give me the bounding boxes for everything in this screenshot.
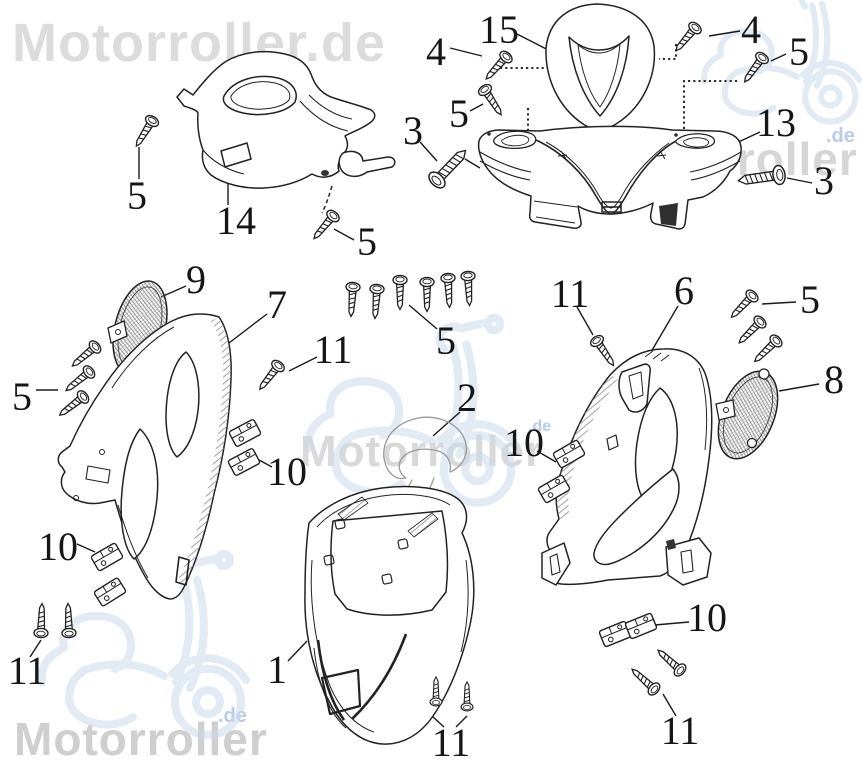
screw-icon (33, 602, 50, 639)
screw-icon (343, 281, 362, 318)
clip-icon (92, 576, 128, 608)
leader-lines (29, 30, 820, 728)
part-14-drawing (176, 50, 396, 214)
part-13-drawing (477, 125, 742, 230)
part-8-drawing (715, 368, 779, 460)
part-6-drawing (541, 348, 713, 586)
clip-icon (227, 418, 263, 448)
screw-icon (749, 332, 785, 368)
screw-icon (652, 644, 689, 679)
screw-icon (367, 283, 386, 320)
scooter-watermark-icon (42, 554, 246, 735)
screw-icon (733, 313, 769, 349)
bolt-icon (425, 143, 474, 192)
screw-icon (440, 272, 458, 309)
screw-icon (307, 207, 343, 244)
screw-icon (460, 681, 474, 712)
scooter-watermark-icon (704, 0, 859, 122)
screw-icon (475, 81, 508, 120)
bolt-icon (736, 164, 788, 191)
clip-icon (226, 447, 262, 477)
screw-icon (480, 48, 515, 85)
part-1-drawing (304, 485, 475, 745)
assembly-dotted-lines (500, 44, 737, 137)
screw-icon (626, 663, 663, 698)
part-15-drawing (545, 3, 656, 130)
scooter-watermark-icon (308, 318, 516, 503)
screw-icon (587, 332, 620, 371)
part-2-drawing (383, 416, 467, 553)
screw-icon (253, 357, 288, 395)
screw-icon (419, 276, 435, 313)
part-7-drawing (57, 313, 232, 600)
clip-icon (624, 612, 658, 640)
screw-icon (392, 274, 408, 311)
clip-icon (89, 541, 125, 573)
screw-icon (129, 112, 162, 151)
screw-icon (669, 19, 705, 56)
screw-icon (460, 270, 478, 307)
